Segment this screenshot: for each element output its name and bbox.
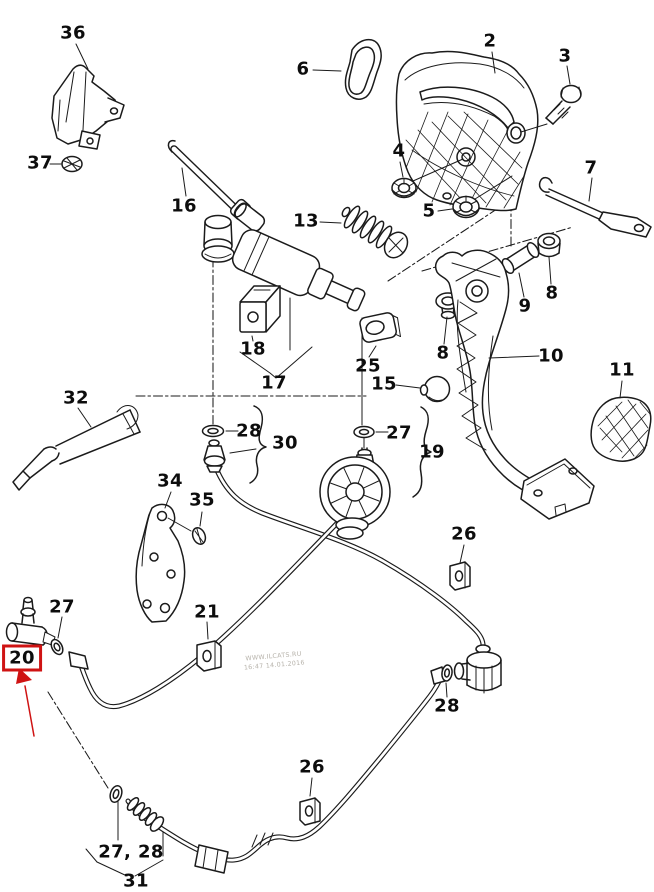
part-28-washer-slave [430, 664, 453, 698]
part-label-2: 2 [483, 30, 497, 52]
part-label-7: 7 [584, 157, 598, 179]
part-label-28-slave: 28 [434, 695, 460, 717]
hydraulic-lines [76, 139, 486, 874]
part-36-stop-bracket [51, 43, 125, 150]
part-label-30: 30 [272, 432, 298, 454]
part-16-leader [181, 167, 187, 197]
part-label-37: 37 [27, 152, 53, 174]
part-label-27-damper: 27 [386, 422, 412, 444]
part-21-clip [196, 621, 222, 672]
part-label-35: 35 [189, 489, 215, 511]
part-20-tee-connector [5, 596, 56, 646]
part-label-27-tee: 27 [49, 596, 75, 618]
part-label-25: 25 [355, 355, 381, 377]
part-label-26-upper: 26 [451, 523, 477, 545]
part-label-9: 9 [518, 295, 532, 317]
part-18-bracket [239, 285, 281, 342]
part-11-pedal-pad [590, 380, 652, 462]
part-label-36: 36 [60, 22, 86, 44]
part-label-34: 34 [157, 470, 183, 492]
slave-cylinder-connector [453, 644, 502, 694]
part-27-washer-hose [109, 784, 123, 804]
part-5-nut [437, 175, 513, 219]
part-17-master-cylinder [201, 198, 366, 312]
part-label-11: 11 [609, 359, 635, 381]
part-label-19: 19 [419, 441, 445, 463]
part-label-26-lower: 26 [299, 756, 325, 778]
part-26-clip-upper [449, 544, 471, 591]
part-label-5: 5 [422, 200, 436, 222]
part-label-8-lower: 8 [436, 342, 450, 364]
part-25-clip [359, 312, 401, 358]
part-label-10: 10 [538, 345, 564, 367]
part-label-4: 4 [392, 140, 406, 162]
part-label-31: 31 [123, 870, 149, 892]
part-35-screw [167, 511, 207, 545]
part-4-nut [391, 158, 464, 199]
part-13-boot [319, 205, 409, 259]
part-3-bolt [520, 65, 582, 133]
part-label-3: 3 [558, 45, 572, 67]
part-label-8-upper: 8 [545, 282, 559, 304]
part-32-lubricant-tube [12, 405, 141, 491]
part-label-32: 32 [63, 387, 89, 409]
part-2-pedal-bracket [395, 50, 539, 212]
part-label-28-pipe: 28 [236, 420, 262, 442]
part-label-21: 21 [194, 601, 220, 623]
part-17-brace [239, 346, 313, 379]
part-label-20-highlighted: 20 [2, 644, 42, 672]
part-15-ball-stud [395, 375, 451, 403]
part-30-fitting [201, 405, 267, 484]
part-label-17: 17 [261, 372, 287, 394]
part-label-16: 16 [171, 195, 197, 217]
part-31-brace [85, 800, 164, 877]
red-highlight-arrow [16, 668, 35, 737]
part-27-washer-tee [50, 616, 89, 670]
part-19-damper [319, 406, 432, 540]
part-label-18: 18 [240, 338, 266, 360]
part-label-27-28-hose: 27, 28 [98, 841, 164, 863]
part-8-bushing-upper [537, 232, 561, 285]
part-label-6: 6 [296, 58, 310, 80]
part-label-13: 13 [293, 210, 319, 232]
part-37-screw [49, 155, 83, 173]
part-6-gasket [312, 38, 382, 100]
part-label-15: 15 [371, 373, 397, 395]
part-10-clutch-pedal [434, 249, 595, 520]
part-7-rod [538, 176, 652, 238]
part-34-bracket-plate [135, 491, 186, 623]
part-26-clip-lower [299, 777, 321, 826]
